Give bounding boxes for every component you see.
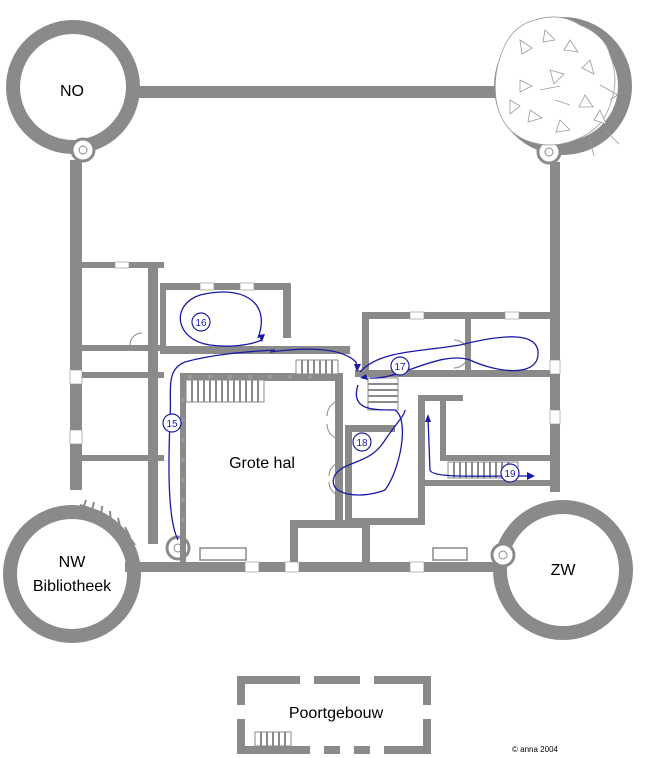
label-nw: NW bbox=[59, 554, 87, 571]
poortgebouw-building bbox=[237, 676, 431, 754]
route-marker-15: 15 bbox=[162, 413, 182, 433]
route-marker-17: 17 bbox=[390, 356, 410, 376]
copyright-text: © anna 2004 bbox=[512, 745, 558, 754]
svg-text:19: 19 bbox=[504, 469, 516, 480]
stairs bbox=[79, 359, 519, 747]
svg-text:18: 18 bbox=[356, 438, 368, 449]
svg-text:16: 16 bbox=[195, 318, 207, 329]
bench bbox=[199, 547, 247, 561]
interior-walls bbox=[82, 262, 555, 565]
columns bbox=[181, 375, 312, 522]
visitor-route bbox=[168, 291, 539, 541]
tower-no bbox=[6, 20, 140, 163]
label-poortgebouw: Poortgebouw bbox=[289, 705, 384, 722]
route-path-16-17 bbox=[269, 348, 358, 371]
route-marker-16: 16 bbox=[191, 312, 211, 332]
route-path-18 bbox=[332, 384, 406, 496]
bench bbox=[432, 547, 468, 561]
route-marker-19: 19 bbox=[500, 463, 520, 483]
label-no: NO bbox=[60, 83, 84, 100]
route-marker-18: 18 bbox=[352, 432, 372, 452]
label-bibliotheek: Bibliotheek bbox=[33, 578, 112, 595]
windows bbox=[69, 261, 561, 573]
curtain-walls bbox=[70, 86, 560, 572]
route-path-16 bbox=[179, 291, 263, 347]
svg-text:15: 15 bbox=[166, 419, 178, 430]
label-grote-hal: Grote hal bbox=[229, 455, 295, 472]
route-path-15 bbox=[168, 349, 276, 541]
route-path-17 bbox=[359, 336, 539, 379]
tower-nw bbox=[3, 505, 191, 643]
tree-canopy bbox=[494, 16, 623, 157]
tower-zw bbox=[490, 500, 633, 640]
svg-text:17: 17 bbox=[394, 362, 406, 373]
label-zw: ZW bbox=[551, 562, 577, 579]
